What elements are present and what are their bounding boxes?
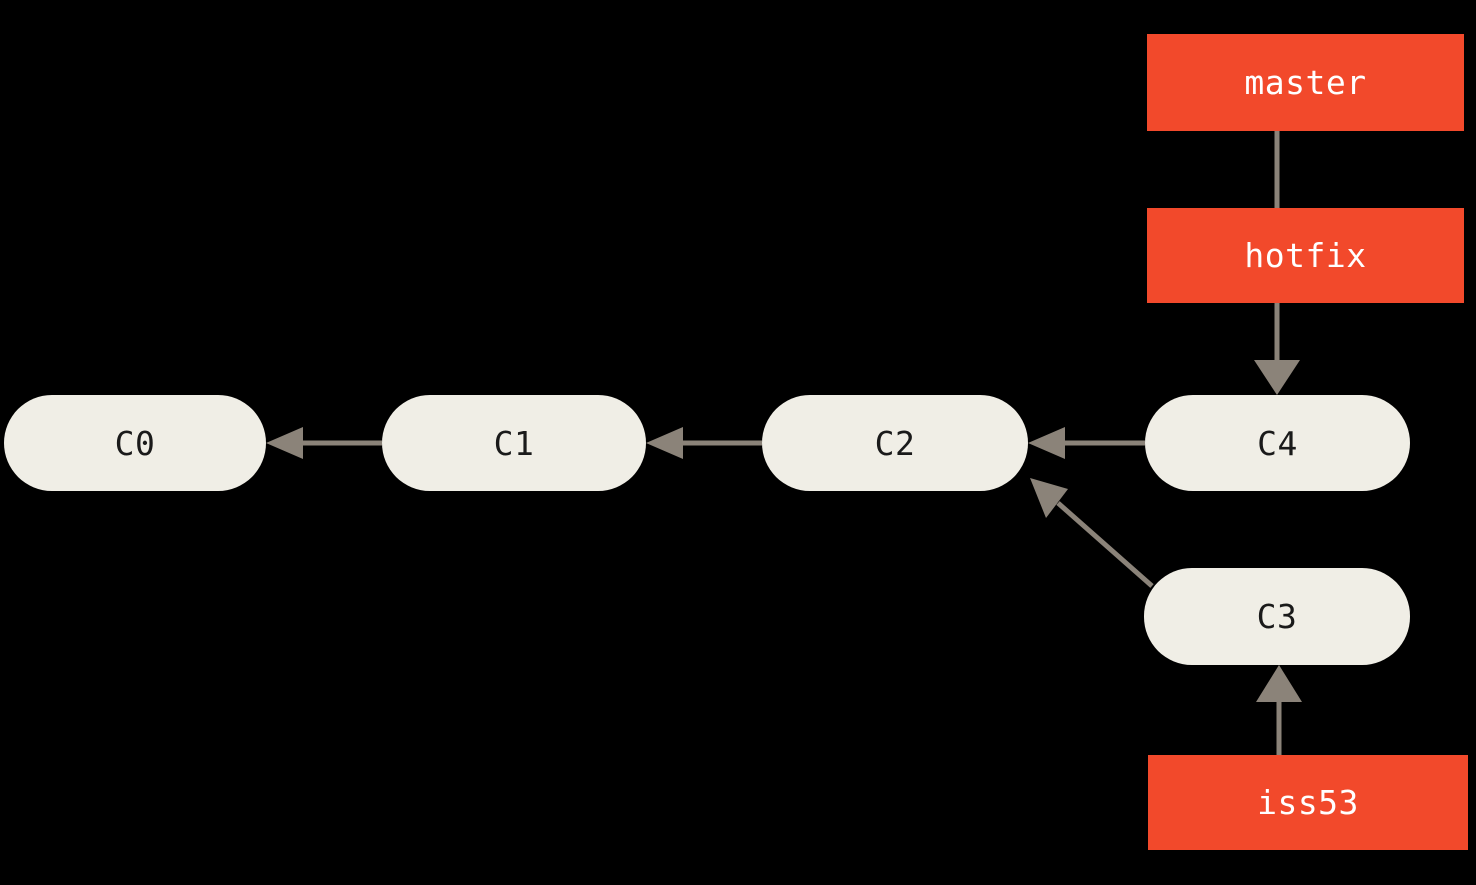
branch-label-text: iss53	[1257, 783, 1359, 822]
branch-label-iss53[interactable]: iss53	[1148, 755, 1468, 850]
commit-label: C4	[1257, 423, 1298, 463]
branch-label-master[interactable]: master	[1147, 34, 1464, 131]
edge-iss53-to-c3	[1256, 665, 1302, 755]
edge-c3-to-c2	[1030, 478, 1154, 588]
edge-c4-to-c2	[1028, 427, 1145, 459]
edge-hotfix-to-c4	[1254, 303, 1300, 395]
commit-node-c0[interactable]: C0	[4, 395, 266, 491]
branch-label-hotfix[interactable]: hotfix	[1147, 208, 1464, 303]
commit-label: C0	[114, 423, 156, 463]
commit-label: C3	[1256, 597, 1298, 636]
branch-label-text: hotfix	[1244, 236, 1367, 275]
commit-label: C2	[874, 423, 916, 463]
commit-node-c1[interactable]: C1	[382, 395, 646, 491]
edge-c2-to-c1	[646, 427, 762, 459]
commit-label: C1	[493, 423, 535, 463]
commit-node-c3[interactable]: C3	[1144, 568, 1410, 665]
edge-c1-to-c0	[266, 427, 382, 459]
branch-label-text: master	[1244, 63, 1367, 102]
commit-node-c4[interactable]: C4	[1145, 395, 1410, 491]
commit-node-c2[interactable]: C2	[762, 395, 1028, 491]
